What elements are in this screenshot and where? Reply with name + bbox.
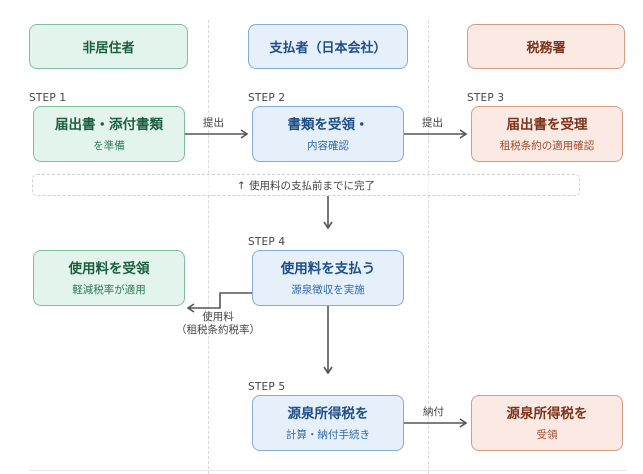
step-5-sub: 計算・納付手続き <box>286 428 370 441</box>
arrowhead <box>323 221 333 230</box>
edge-label-submit-1: 提出 <box>203 117 224 129</box>
step-4-label: STEP 4 <box>248 236 286 248</box>
edge-label-fee-line1: 使用料 <box>202 311 234 323</box>
step-2-sub: 内容確認 <box>307 139 349 152</box>
lane-header-label: 非居住者 <box>82 41 135 56</box>
edge-label-fee: 使用料 （租税条約税率） <box>168 311 268 337</box>
step-3-sub: 租税条約の適用確認 <box>499 139 595 152</box>
lane-divider <box>208 20 209 474</box>
edge-label-fee-line2: （租税条約税率） <box>176 324 260 336</box>
step-4-box: 使用料を支払う 源泉徴収を実施 <box>252 250 404 306</box>
step-1-sub: を準備 <box>93 139 125 152</box>
step-3-label: STEP 3 <box>467 92 505 104</box>
step-5-title: 源泉所得税を <box>287 405 369 422</box>
step-5-box: 源泉所得税を 計算・納付手続き <box>252 395 404 451</box>
receive-tax-box: 源泉所得税を 受領 <box>471 395 623 451</box>
lane-header-nonresident: 非居住者 <box>29 24 188 69</box>
lane-header-label: 税務署 <box>526 41 566 56</box>
step-4-sub: 源泉徴収を実施 <box>291 283 365 296</box>
edge-label-submit-2: 提出 <box>422 117 443 129</box>
receive-tax-title: 源泉所得税を <box>506 405 588 422</box>
lane-header-payer: 支払者（日本会社） <box>248 24 408 69</box>
lane-divider <box>428 20 429 474</box>
lane-header-label: 支払者（日本会社） <box>269 41 387 56</box>
edge-label-payment: 納付 <box>423 406 444 418</box>
receive-tax-sub: 受領 <box>536 428 558 441</box>
step-5-label: STEP 5 <box>248 381 286 393</box>
arrow-s4-to-receive-fee <box>188 292 252 309</box>
step-3-title: 届出書を受理 <box>506 116 588 133</box>
lane-header-tax-office: 税務署 <box>467 24 625 69</box>
step-2-box: 書類を受領・ 内容確認 <box>252 106 404 162</box>
step-1-label: STEP 1 <box>29 92 67 104</box>
step-2-title: 書類を受領・ <box>287 116 369 133</box>
step-4-title: 使用料を支払う <box>280 260 376 277</box>
bottom-divider <box>29 470 627 471</box>
receive-fee-title: 使用料を受領 <box>68 260 150 277</box>
receive-fee-box: 使用料を受領 軽減税率が適用 <box>33 250 185 306</box>
step-1-title: 届出書・添付書類 <box>55 116 163 133</box>
arrowhead <box>323 366 333 375</box>
arrowhead <box>459 129 468 139</box>
arrowhead <box>240 129 249 139</box>
step-3-box: 届出書を受理 租税条約の適用確認 <box>471 106 623 162</box>
deadline-note: ↑ 使用料の支払前までに完了 <box>32 174 580 196</box>
step-2-label: STEP 2 <box>248 92 286 104</box>
step-1-box: 届出書・添付書類 を準備 <box>33 106 185 162</box>
receive-fee-sub: 軽減税率が適用 <box>72 283 146 296</box>
arrowhead <box>459 418 468 428</box>
